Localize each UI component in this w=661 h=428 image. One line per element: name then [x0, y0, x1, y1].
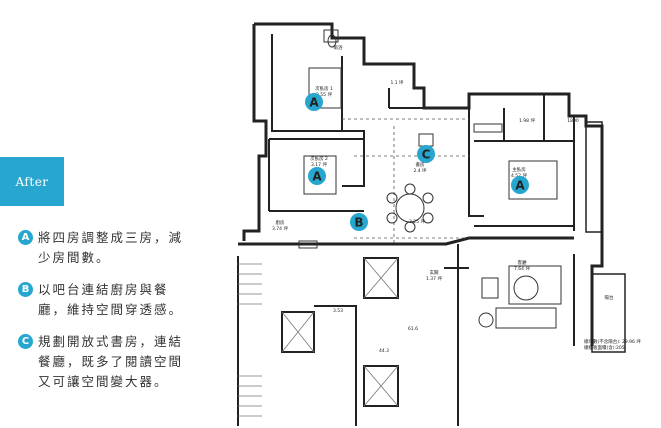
plan-marker-c: C — [417, 145, 435, 163]
notes-list: A 將四房調整成三房，減少房間數。 B 以吧台連結廚房與餐廳，維持空間穿透感。 … — [18, 228, 193, 404]
bath-master-area: 1.98 坪 — [519, 117, 535, 124]
furniture — [298, 29, 562, 329]
living-name: 客廳 — [518, 259, 527, 266]
balcony-outline — [585, 121, 626, 353]
marker-a-badge: A — [18, 230, 33, 245]
after-label: After — [15, 174, 49, 189]
entry-name: 玄關 — [430, 269, 439, 276]
bedroom2-name: 次臥房 1 — [315, 85, 333, 92]
core3-label: 44.3 — [379, 348, 389, 354]
core2-label: 61.6 — [408, 326, 418, 332]
study-name: 書房 — [416, 161, 425, 168]
bedroom2-area: 3.55 坪 — [316, 91, 332, 98]
note-a-text: 將四房調整成三房，減少房間數。 — [38, 230, 184, 265]
master-name: 主臥房 — [512, 166, 526, 173]
note-b-text: 以吧台連結廚房與餐廳，維持空間穿透感。 — [38, 282, 184, 317]
stair-hatch — [238, 257, 399, 417]
note-c-text: 規劃開放式書房，連結餐廳，既多了閱讀空間又可讓空間變大器。 — [38, 334, 184, 389]
plan-marker-b: B — [350, 213, 368, 231]
outer-walls — [238, 22, 604, 346]
plan-marker-b-letter: B — [354, 216, 363, 230]
bath-small-area: 1.1 坪 — [390, 79, 404, 86]
marker-b-badge: B — [18, 282, 33, 297]
legend-line2: 總樓板面積(含):205 — [584, 344, 625, 351]
plan-marker-a2: A — [308, 167, 326, 185]
master-area: 4.52 坪 — [511, 172, 527, 179]
plan-marker-c-letter: C — [422, 148, 431, 162]
kitchen-name: 廚房 — [276, 219, 285, 226]
kitchen-area: 3.74 坪 — [272, 225, 288, 232]
plan-marker-a1: A — [305, 93, 323, 111]
floor-plan: 次臥房 1 3.55 坪 次臥房 2 3.17 坪 主臥房 4.52 坪 衛浴 … — [237, 22, 641, 426]
dashed-lines — [342, 118, 469, 244]
dining-area: 3.25 坪 — [409, 218, 425, 225]
plan-marker-a2-letter: A — [312, 170, 322, 184]
core1-label: 3.53 — [333, 308, 343, 314]
plan-marker-a3-letter: A — [515, 179, 525, 193]
study-area: 2.4 坪 — [413, 167, 427, 174]
marker-c-badge: C — [18, 334, 33, 349]
bedroom3-area: 3.17 坪 — [311, 161, 327, 168]
balcony-name: 陽台 — [605, 294, 614, 301]
bath-top-name: 衛浴 — [334, 44, 343, 51]
plan-marker-a3: A — [511, 176, 529, 194]
after-tab: After — [0, 157, 64, 206]
note-a: A 將四房調整成三房，減少房間數。 — [18, 228, 193, 268]
living-area: 7.64 坪 — [514, 265, 530, 272]
room-labels: 次臥房 1 3.55 坪 次臥房 2 3.17 坪 主臥房 4.52 坪 衛浴 … — [272, 44, 641, 354]
bedroom3-name: 次臥房 2 — [310, 155, 328, 162]
entry-area: 1.37 坪 — [426, 275, 442, 282]
dimension-label: 1800 — [567, 118, 579, 124]
legend-line1: 總坪數(不含陽台): 29.96 坪 — [584, 338, 641, 345]
note-c: C 規劃開放式書房，連結餐廳，既多了閱讀空間又可讓空間變大器。 — [18, 332, 193, 392]
plan-marker-a1-letter: A — [309, 96, 319, 110]
note-b: B 以吧台連結廚房與餐廳，維持空間穿透感。 — [18, 280, 193, 320]
